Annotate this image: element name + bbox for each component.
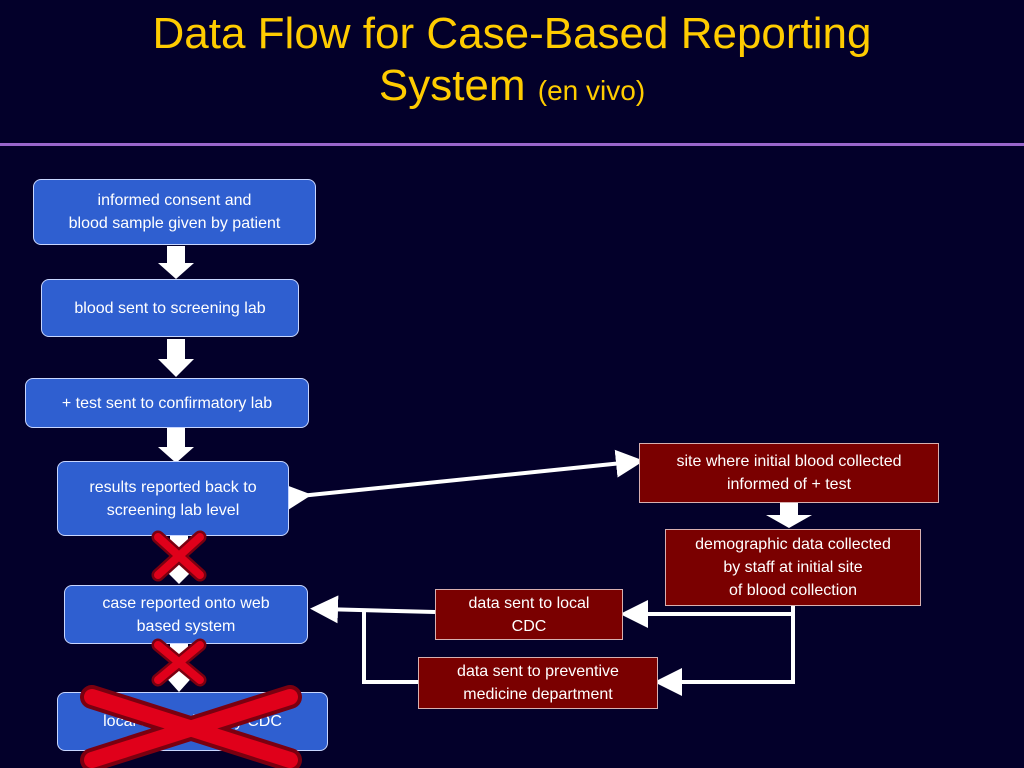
link-results-initial-site — [282, 449, 644, 512]
cross-icon — [151, 638, 207, 687]
flow-demographic-to-preventive — [654, 614, 795, 696]
title-main: Data Flow for Case-Based Reporting — [152, 9, 872, 58]
title-paren: (en vivo) — [537, 75, 646, 106]
node-confirmatory-lab: + test sent to confirmatory lab — [25, 378, 309, 428]
cross-icon — [151, 530, 207, 582]
node-screening-lab: blood sent to screening lab — [41, 279, 299, 337]
node-demographic: demographic data collected by staff at i… — [665, 529, 921, 606]
arrow-initial-site-to-demographic — [766, 503, 812, 528]
arrow-consent-to-screening — [158, 246, 194, 279]
arrow-screening-to-confirmatory — [158, 339, 194, 377]
flow-local-cdc-to-web — [310, 595, 436, 624]
node-results-reported: results reported back to screening lab l… — [57, 461, 289, 536]
node-local-cdc: data sent to local CDC — [435, 589, 623, 640]
slide-title: Data Flow for Case-Based Reporting Syste… — [0, 8, 1024, 117]
title-divider — [0, 143, 1024, 146]
title-line2: System — [378, 61, 526, 110]
node-initial-site: site where initial blood collected infor… — [639, 443, 939, 503]
node-informed-consent: informed consent and blood sample given … — [33, 179, 316, 245]
node-web-system: case reported onto web based system — [64, 585, 308, 644]
arrow-confirmatory-to-results — [158, 428, 194, 463]
node-preventive: data sent to preventive medicine departm… — [418, 657, 658, 709]
large-cross-icon — [80, 685, 302, 768]
flow-preventive-to-web — [362, 609, 418, 684]
